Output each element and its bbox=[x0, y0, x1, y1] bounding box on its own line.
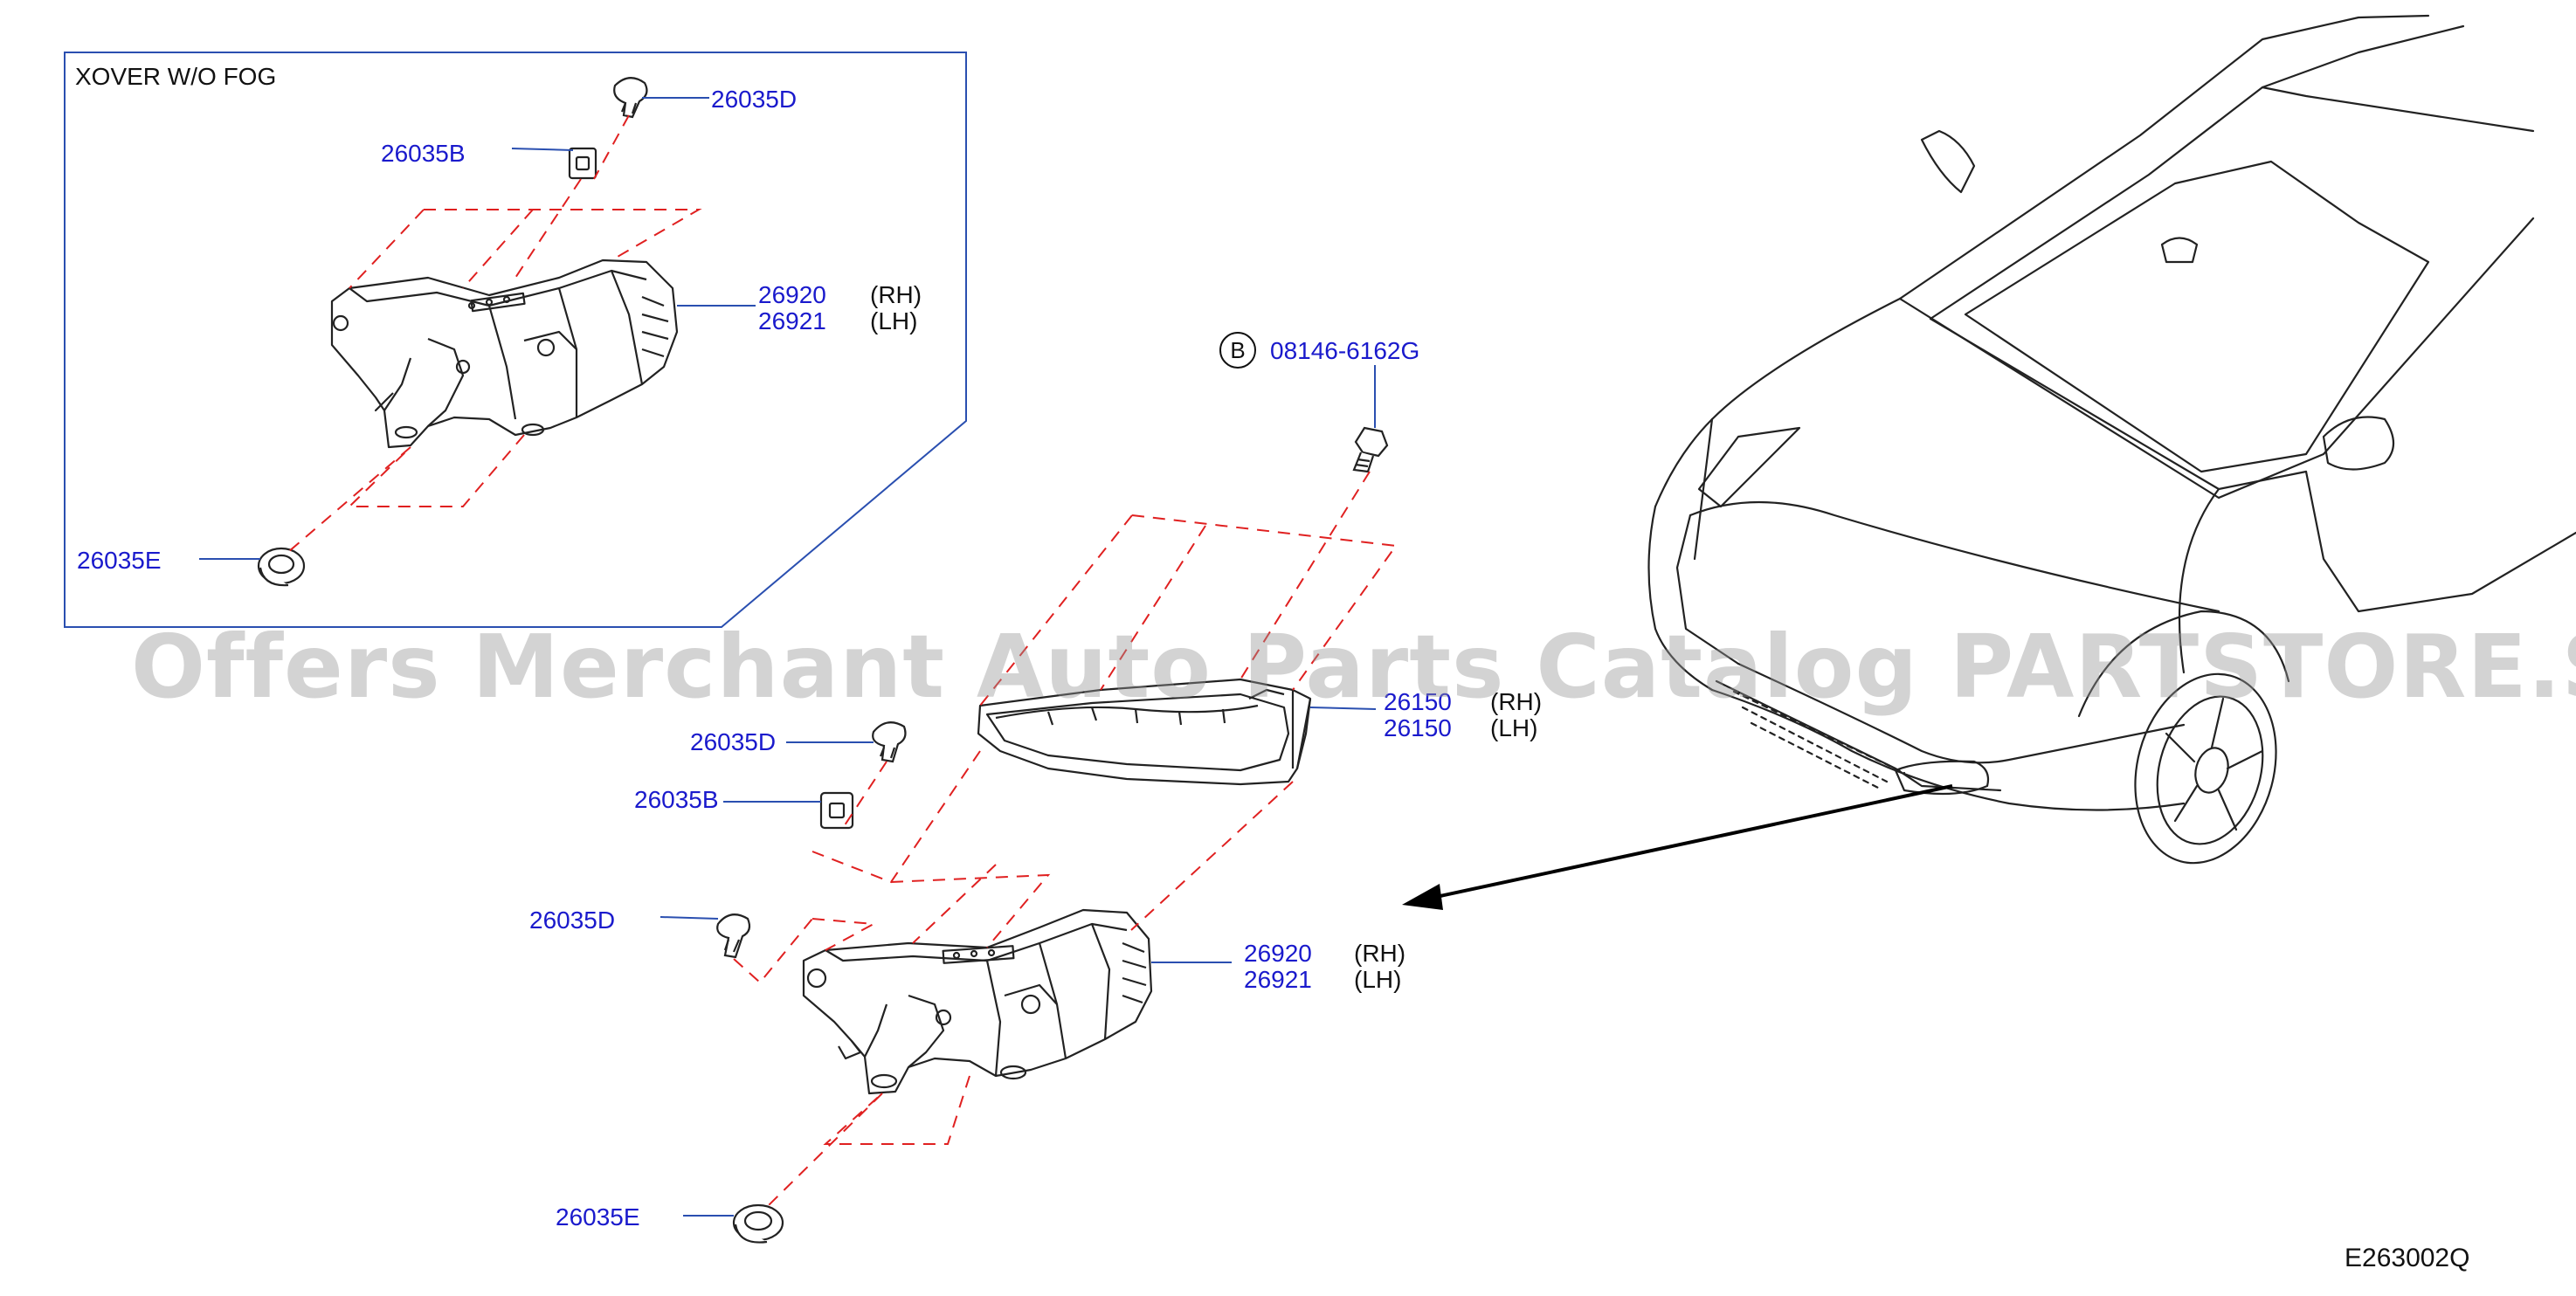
main-dashed-guides bbox=[733, 471, 1398, 1206]
inset-dashed-guides bbox=[287, 114, 702, 553]
label-bracket-lh-side: (LH) bbox=[1354, 966, 1402, 993]
label-clip-b[interactable]: 26035B bbox=[634, 786, 719, 813]
inset-clip-d-drawing bbox=[613, 77, 648, 119]
grommet-e-drawing bbox=[732, 1203, 784, 1244]
clip-d-lower-drawing bbox=[716, 913, 751, 959]
bolt-drawing bbox=[1352, 426, 1389, 473]
inset-grommet-e-drawing bbox=[257, 547, 306, 587]
inset-frame bbox=[64, 52, 967, 628]
label-clip-d-lower[interactable]: 26035D bbox=[529, 907, 616, 934]
bolt-callout-circle: B bbox=[1219, 332, 1256, 369]
inset-label-clip-d[interactable]: 26035D bbox=[711, 86, 798, 113]
inset-leader-lines bbox=[199, 97, 756, 560]
inset-label-bracket-lh[interactable]: 26921 bbox=[758, 307, 826, 334]
label-bracket-rh[interactable]: 26920 bbox=[1244, 940, 1312, 967]
clip-d-upper-drawing bbox=[872, 721, 907, 763]
label-clip-d-upper[interactable]: 26035D bbox=[690, 728, 777, 755]
label-bracket-lh[interactable]: 26921 bbox=[1244, 966, 1312, 993]
label-lamp-rh-side: (RH) bbox=[1490, 688, 1543, 715]
main-leader-lines bbox=[660, 707, 1377, 1217]
label-lamp-lh[interactable]: 26150 bbox=[1384, 714, 1452, 741]
inset-label-bracket-rh[interactable]: 26920 bbox=[758, 281, 826, 308]
label-bolt[interactable]: 08146-6162G bbox=[1270, 337, 1420, 364]
inset-label-grommet-e[interactable]: 26035E bbox=[77, 547, 162, 574]
diagram-code: E263002Q bbox=[2345, 1244, 2470, 1272]
inset-label-bracket-rh-side: (RH) bbox=[870, 281, 922, 308]
label-grommet-e[interactable]: 26035E bbox=[556, 1203, 640, 1231]
location-arrow bbox=[1402, 784, 1953, 910]
inset-label-bracket-lh-side: (LH) bbox=[870, 307, 918, 334]
inset-bracket-drawing bbox=[330, 259, 679, 449]
label-lamp-rh[interactable]: 26150 bbox=[1384, 688, 1452, 715]
label-bracket-rh-side: (RH) bbox=[1354, 940, 1406, 967]
clip-b-drawing bbox=[819, 791, 854, 830]
watermark: Offers Merchant Auto Parts Catalog PARTS… bbox=[131, 616, 2576, 718]
vehicle-drawing bbox=[1647, 14, 2576, 865]
inset-title: XOVER W/O FOG bbox=[75, 63, 277, 90]
inset-label-clip-b[interactable]: 26035B bbox=[381, 140, 466, 167]
inset-clip-b-drawing bbox=[568, 147, 597, 180]
fog-lamp-drawing bbox=[977, 678, 1312, 786]
bracket-drawing bbox=[802, 908, 1153, 1095]
label-lamp-lh-side: (LH) bbox=[1490, 714, 1538, 741]
